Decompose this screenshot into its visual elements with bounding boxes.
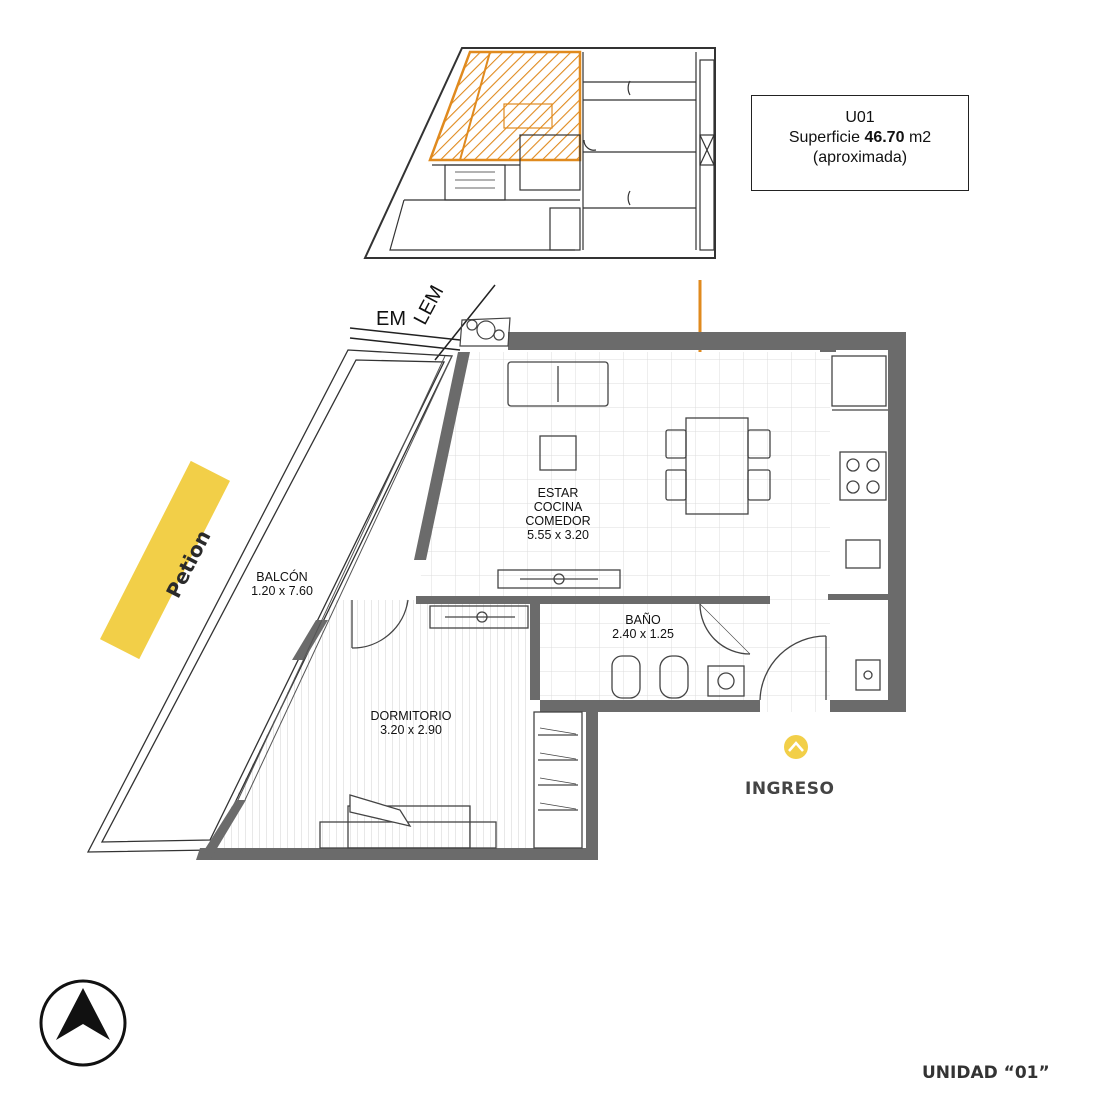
estar-line3: COMEDOR — [525, 514, 591, 528]
property-lines — [349, 284, 496, 361]
surface-note: (aproximada) — [812, 149, 908, 166]
surface-unit: m2 — [908, 129, 932, 146]
dormitorio-name: DORMITORIO — [370, 709, 452, 723]
room-label-bano: BAÑO 2.40 x 1.25 — [598, 613, 688, 641]
surface-line: Superficie 46.70 m2 — [752, 128, 968, 148]
em-label: EM — [376, 308, 406, 330]
living-furniture — [497, 355, 888, 691]
unit-info-box: U01 Superficie 46.70 m2 (aproximada) — [751, 95, 969, 191]
bath-fixtures — [611, 603, 827, 701]
room-label-estar: ESTAR COCINA COMEDOR 5.55 x 3.20 — [500, 486, 616, 542]
room-label-dormitorio: DORMITORIO 3.20 x 2.90 — [356, 709, 466, 737]
street-banner-fill — [99, 460, 231, 660]
bano-name: BAÑO — [625, 613, 661, 627]
estar-line1: ESTAR — [537, 486, 579, 500]
planter — [459, 317, 511, 347]
entrance-label: INGRESO — [745, 779, 835, 799]
bano-dims: 2.40 x 1.25 — [612, 627, 674, 641]
bedroom-floor — [210, 600, 530, 850]
dormitorio-dims: 3.20 x 2.90 — [380, 723, 442, 737]
unit-code: U01 — [845, 109, 875, 126]
entrance-chevron-icon — [784, 735, 808, 759]
window-diagonal — [237, 355, 453, 801]
estar-line2: COCINA — [533, 500, 583, 514]
surface-prefix: Superficie — [788, 129, 860, 146]
balcon-name: BALCÓN — [256, 570, 308, 584]
bedroom-furniture — [319, 599, 583, 849]
surface-value: 46.70 — [864, 129, 905, 146]
street-banner — [99, 460, 231, 660]
north-arrow-icon — [39, 979, 127, 1067]
walls — [196, 332, 906, 860]
estar-dims: 5.55 x 3.20 — [527, 528, 589, 542]
balcon-dims: 1.20 x 7.60 — [251, 584, 313, 598]
key-plan — [363, 47, 716, 259]
unit-title: UNIDAD “01” — [922, 1063, 1050, 1083]
living-floor — [416, 352, 830, 712]
room-label-balcon: BALCÓN 1.20 x 7.60 — [236, 570, 328, 598]
